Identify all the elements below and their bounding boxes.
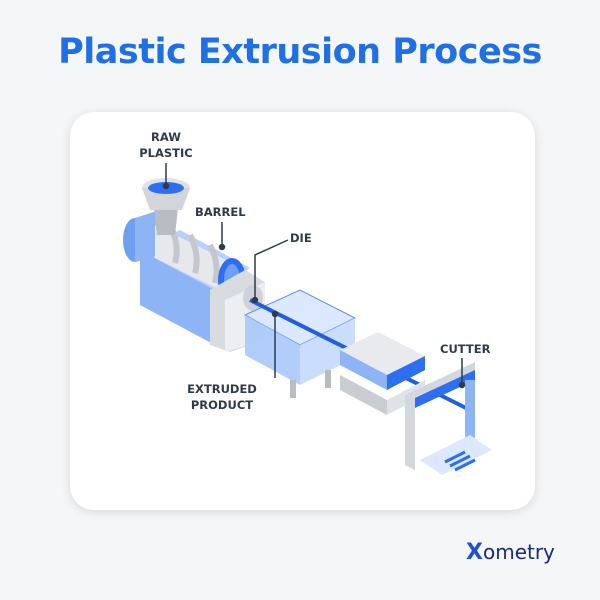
page-title: Plastic Extrusion Process: [58, 32, 542, 72]
label-cutter: CUTTER: [440, 342, 491, 356]
cutter: [405, 362, 492, 475]
puller: [340, 332, 425, 415]
logo-text: ometry: [482, 540, 555, 564]
label-raw-plastic-line2: PLASTIC: [139, 146, 193, 160]
label-extruded-line2: PRODUCT: [191, 398, 253, 412]
leader-die: [254, 239, 289, 300]
extruder-machine: [123, 178, 265, 352]
label-barrel: BARREL: [195, 205, 246, 219]
label-die: DIE: [290, 231, 312, 245]
xometry-logo: Xometry: [466, 540, 555, 565]
label-raw-plastic-line1: RAW: [151, 130, 181, 144]
logo-mark: X: [466, 540, 483, 565]
label-extruded-line1: EXTRUDED: [187, 382, 257, 396]
